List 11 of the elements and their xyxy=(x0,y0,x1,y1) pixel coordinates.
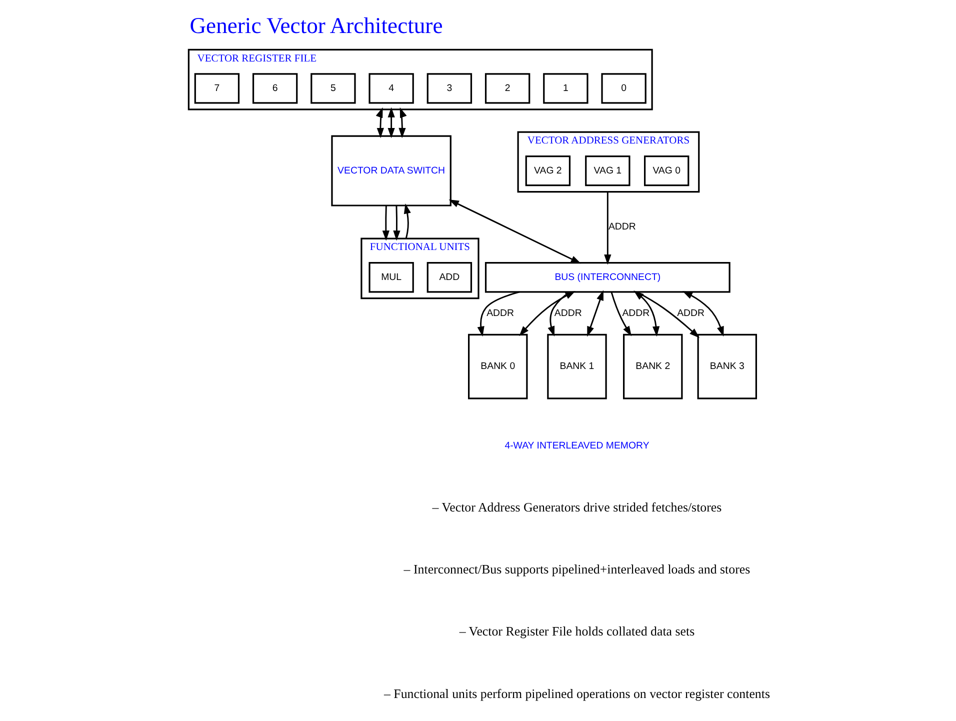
label: – Vector Address Generators drive strided fetches/stores xyxy=(432,499,722,514)
diagram-title: Generic Vector Architecture xyxy=(189,13,442,38)
label: – Functional units perform pipelined operations on vector register contents xyxy=(383,686,770,701)
edge-label: ADDR xyxy=(486,308,514,319)
edge-label: ADDR xyxy=(608,221,636,232)
label: – Vector Register File holds collated data sets xyxy=(458,624,694,639)
label: – Interconnect/Bus supports pipelined+interleaved loads and stores xyxy=(403,561,750,576)
edge-label: ADDR xyxy=(676,308,704,319)
label: 4-WAY INTERLEAVED MEMORY xyxy=(504,440,649,452)
edge-label: ADDR xyxy=(554,308,582,319)
edge-label: ADDR xyxy=(622,308,650,319)
